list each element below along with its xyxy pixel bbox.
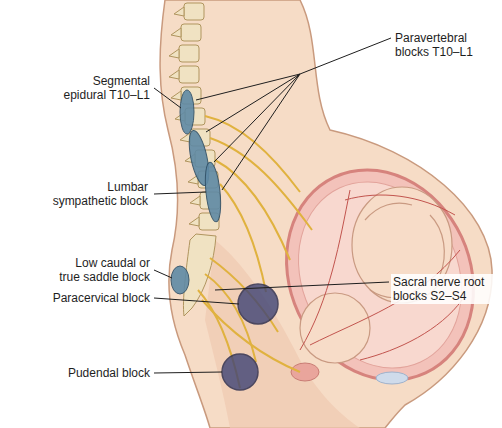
block-label: Segmental epidural T10–L1 xyxy=(55,74,150,102)
leader-line xyxy=(222,74,300,190)
block-label: Sacral nerve root blocks S2–S4 xyxy=(391,274,495,304)
leader-line xyxy=(196,38,391,100)
block-label: Low caudal or true saddle block xyxy=(55,256,150,284)
nerves xyxy=(198,116,312,388)
leader-line xyxy=(215,282,389,290)
nerve xyxy=(210,138,312,230)
spinous-process xyxy=(190,196,200,205)
leader-line xyxy=(154,372,222,373)
leader-line xyxy=(214,74,300,162)
block-label: Paravertebral blocks T10–L1 xyxy=(395,31,495,59)
leader-lines xyxy=(154,38,391,373)
caudal-site xyxy=(171,266,189,294)
nerve xyxy=(205,116,300,192)
spinous-process xyxy=(174,7,184,16)
leader-line xyxy=(154,298,239,304)
blood-vessel xyxy=(345,195,455,215)
block-sites xyxy=(171,90,278,390)
vertebra xyxy=(179,45,199,62)
spinous-process xyxy=(169,70,179,79)
fetus-head xyxy=(300,293,370,363)
vertebra xyxy=(181,24,201,41)
nerve xyxy=(220,184,266,292)
spinous-process xyxy=(180,133,190,142)
leader-line xyxy=(154,192,206,194)
fetus-limb xyxy=(365,203,412,220)
vertebral-column xyxy=(169,3,220,316)
bladder xyxy=(376,372,408,384)
blood-vessel xyxy=(360,300,462,360)
blood-vessel xyxy=(300,190,350,350)
block-label: Paracervical block xyxy=(30,291,150,305)
spinous-process xyxy=(169,49,179,58)
epidural-site xyxy=(180,90,194,134)
spinous-process xyxy=(171,91,181,100)
nerve xyxy=(215,160,290,260)
block-label: Pudendal block xyxy=(50,366,150,380)
leader-line xyxy=(154,88,181,108)
spinous-process xyxy=(171,28,181,37)
leader-line xyxy=(154,270,172,278)
fetus-limb xyxy=(430,215,444,275)
vertebra xyxy=(179,66,199,83)
cervix xyxy=(291,363,319,381)
paracervical-site xyxy=(238,284,278,324)
vertebra xyxy=(184,3,204,20)
leader-line xyxy=(206,74,300,132)
spinous-process xyxy=(189,217,199,226)
block-label: Lumbar sympathetic block xyxy=(48,180,148,208)
nerve xyxy=(210,258,278,332)
pudendal-site xyxy=(222,354,258,390)
